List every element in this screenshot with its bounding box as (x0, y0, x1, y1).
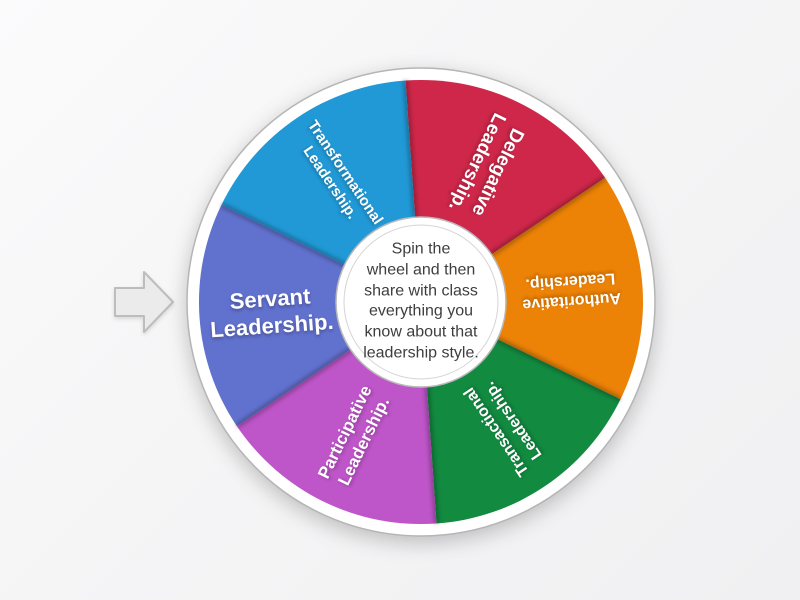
wheel-segment-servant[interactable] (198, 204, 421, 427)
wheel-hub-inner-ring (343, 224, 499, 380)
segment-edge-shadows (220, 80, 622, 524)
wheel-segment-authoritative[interactable] (421, 177, 644, 400)
spin-wheel[interactable] (186, 67, 656, 537)
spin-pointer-arrow (114, 271, 174, 333)
